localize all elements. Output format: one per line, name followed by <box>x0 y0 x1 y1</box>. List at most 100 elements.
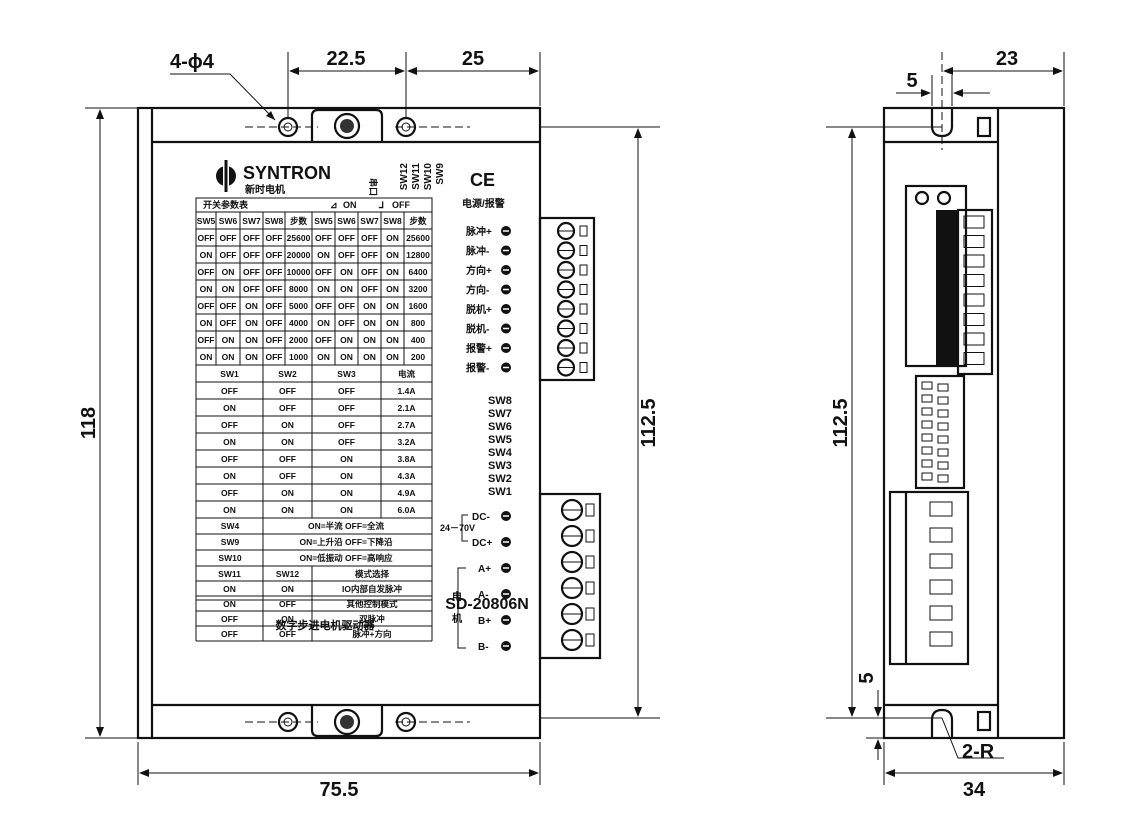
side-signal-slot <box>963 352 985 365</box>
side-view <box>882 106 1066 740</box>
mode-cell: OFF <box>221 614 238 624</box>
step-header: 步数 <box>409 216 427 226</box>
step-cell: ON <box>245 352 258 362</box>
step-cell: OFF <box>198 267 215 277</box>
step-cell: OFF <box>243 250 260 260</box>
mode-cell: ON <box>281 614 294 624</box>
misc-description: ON=低振动 OFF=高响应 <box>299 553 393 563</box>
model-description: 数字步进电机驱动器 <box>276 618 376 632</box>
legend-off-icon: ⅃ <box>378 200 384 210</box>
current-cell: OFF <box>279 471 296 481</box>
step-cell: ON <box>386 233 399 243</box>
signal-terminal-housing <box>538 216 596 382</box>
dip-label: SW6 <box>488 421 512 433</box>
current-cell: ON <box>223 437 236 447</box>
dim-side-slot: 5 <box>906 70 917 92</box>
step-cell: ON <box>245 301 258 311</box>
current-header: 电流 <box>398 369 416 379</box>
step-cell: ON <box>317 318 330 328</box>
current-cell: ON <box>340 505 353 515</box>
side-dip-lever <box>921 459 933 468</box>
dip-label: SW1 <box>488 486 512 498</box>
side-dip-lever <box>937 435 949 444</box>
mode-cell: 双脉冲 <box>359 614 385 624</box>
current-cell: ON <box>223 471 236 481</box>
side-dip-lever <box>921 407 933 416</box>
step-cell: OFF <box>243 267 260 277</box>
dim-side-width: 34 <box>963 779 986 801</box>
step-cell: OFF <box>266 284 283 294</box>
current-cell: OFF <box>279 403 296 413</box>
voltage-label: 24－70V <box>440 523 475 533</box>
step-cell: ON <box>317 250 330 260</box>
signal-terminal-labels: 脉冲+脉冲-方向+方向-脱机+脱机-报警+报警- <box>465 225 511 375</box>
mode-cell: ON <box>223 599 236 609</box>
dc-bracket <box>461 514 468 542</box>
side-dip-lever <box>937 474 949 483</box>
power-slot <box>585 555 595 569</box>
motor-label-2: 机 <box>452 612 462 625</box>
current-cell: OFF <box>279 454 296 464</box>
mode-header: SW11 <box>218 569 241 579</box>
current-cell: OFF <box>221 386 238 396</box>
terminal-screw-icon <box>556 241 576 260</box>
step-cell: 5000 <box>289 301 308 311</box>
side-power-connector <box>888 490 970 666</box>
dim-side-radius: 2-R <box>962 741 995 763</box>
side-dip-lever <box>921 472 933 481</box>
dc-plus-label: DC+ <box>472 538 492 549</box>
side-power-slot <box>929 605 953 621</box>
terminal-slot <box>579 323 588 334</box>
current-cell: ON <box>340 471 353 481</box>
power-slot <box>585 607 595 621</box>
side-signal-slot <box>963 254 985 268</box>
mode-cell: 其他控制模式 <box>346 599 398 609</box>
step-cell: 2000 <box>289 335 308 345</box>
terminal-slot <box>579 303 588 315</box>
top-switch-label: SW11 <box>411 163 422 190</box>
step-cell: OFF <box>220 250 237 260</box>
side-top-tab <box>976 116 992 138</box>
current-cell: OFF <box>338 386 355 396</box>
signal-label: 脱机+ <box>466 303 492 316</box>
power-slot <box>585 503 595 517</box>
dim-hole-spacing: 22.5 <box>327 48 366 70</box>
side-dip-lever <box>937 396 949 405</box>
dim-side-bottom: 5 <box>856 672 878 683</box>
step-cell: 12800 <box>406 250 430 260</box>
misc-switch: SW10 <box>218 553 241 563</box>
step-cell: OFF <box>266 250 283 260</box>
misc-description: ON=上升沿 OFF=下降沿 <box>299 537 393 547</box>
signal-label: 脱机- <box>466 323 489 336</box>
step-cell: OFF <box>361 250 378 260</box>
signal-label: 方向- <box>466 284 489 297</box>
step-cell: ON <box>363 301 376 311</box>
brand-name-cn: 新时电机 <box>245 183 285 196</box>
motor-label: A- <box>478 590 489 601</box>
terminal-screw-icon <box>556 280 576 299</box>
terminal-slot <box>579 245 588 256</box>
step-cell: 10000 <box>287 267 311 277</box>
top-port-housing <box>310 108 384 142</box>
step-cell: ON <box>317 284 330 294</box>
side-signal-slot <box>963 332 985 346</box>
brand-logo <box>216 160 236 192</box>
motor-bracket <box>457 567 466 649</box>
top-switch-label: SW10 <box>423 163 434 191</box>
step-cell: 3200 <box>409 284 428 294</box>
side-signal-slots <box>963 215 985 365</box>
step-cell: ON <box>200 284 213 294</box>
terminal-screw-icon <box>556 319 576 338</box>
leader-holes <box>170 73 276 121</box>
current-cell: ON <box>281 488 294 498</box>
step-cell: ON <box>200 352 213 362</box>
dim-mount-height: 112.5 <box>638 399 660 448</box>
power-slot <box>585 633 595 647</box>
step-cell: OFF <box>338 318 355 328</box>
side-dip-lever <box>937 461 949 470</box>
misc-switch: SW9 <box>221 537 240 547</box>
signal-label: 脉冲+ <box>465 225 492 238</box>
